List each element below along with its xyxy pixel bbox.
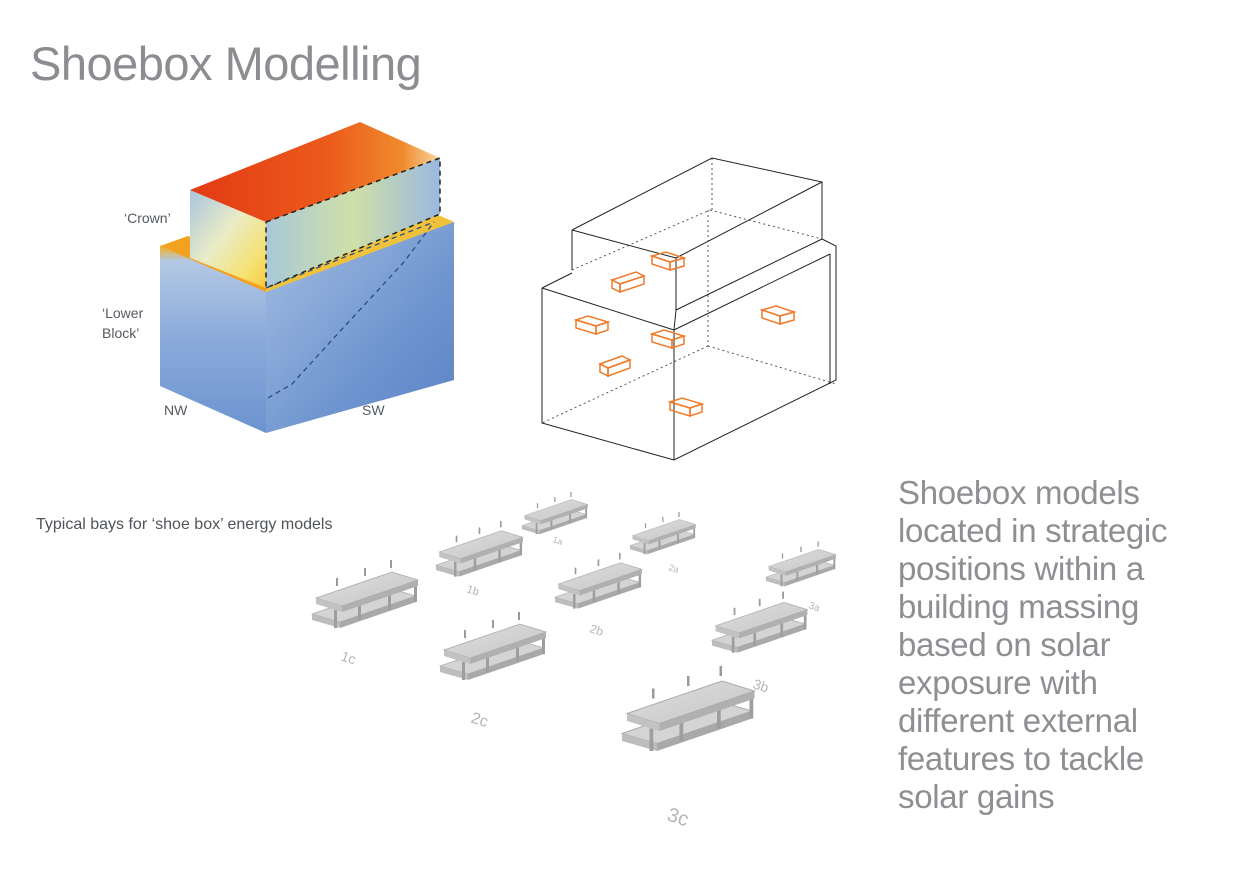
shoebox-location [759, 305, 797, 326]
shoebox-bay-3a [765, 541, 837, 587]
shoebox-bay-3b [710, 591, 809, 653]
bay-label-3a: 3a [807, 600, 821, 614]
shoebox-bay-1c [310, 560, 420, 628]
lower-block-sw-face [266, 222, 454, 433]
lower-block-nw-face [160, 246, 266, 433]
bays-caption: Typical bays for ‘shoe box’ energy model… [36, 516, 333, 533]
shoebox-location [598, 355, 632, 378]
bay-label-2b: 2b [588, 622, 605, 640]
shoebox-locations [573, 251, 797, 418]
shoebox-location [610, 271, 646, 294]
shoebox-bay-2b [553, 552, 643, 609]
page-title: Shoebox Modelling [30, 37, 422, 90]
crown-sw-face [266, 158, 440, 288]
bay-label-1b: 1b [465, 583, 480, 598]
shoebox-location [649, 251, 687, 272]
shoebox-bay-2c [438, 612, 548, 680]
lower-block-label-line1: ‘Lower [102, 305, 144, 321]
crown-nw-face [190, 190, 266, 288]
bay-label-3b: 3b [751, 676, 771, 696]
sw-label: SW [362, 402, 385, 418]
bay-label-2a: 2a [667, 562, 680, 575]
bay-label-3c: 3c [664, 804, 691, 831]
shoebox-bay-1a [521, 492, 589, 535]
crown-roof [190, 122, 440, 222]
description-text: Shoebox models located in strategic posi… [898, 474, 1168, 815]
shoebox-bay-1b [434, 520, 524, 577]
bay-label-1c: 1c [339, 648, 358, 668]
shoebox-bay-3c [620, 666, 757, 751]
bay-label-2c: 2c [469, 710, 490, 731]
crown-label: ‘Crown’ [124, 210, 171, 226]
shoebox-location [667, 397, 705, 418]
bay-label-1a: 1a [551, 534, 564, 547]
shoebox-bay-2a [629, 512, 697, 555]
lower-block-label-line2: Block’ [102, 325, 140, 341]
shoebox-location [649, 329, 687, 350]
nw-label: NW [164, 402, 188, 418]
shoebox-location [573, 315, 611, 336]
